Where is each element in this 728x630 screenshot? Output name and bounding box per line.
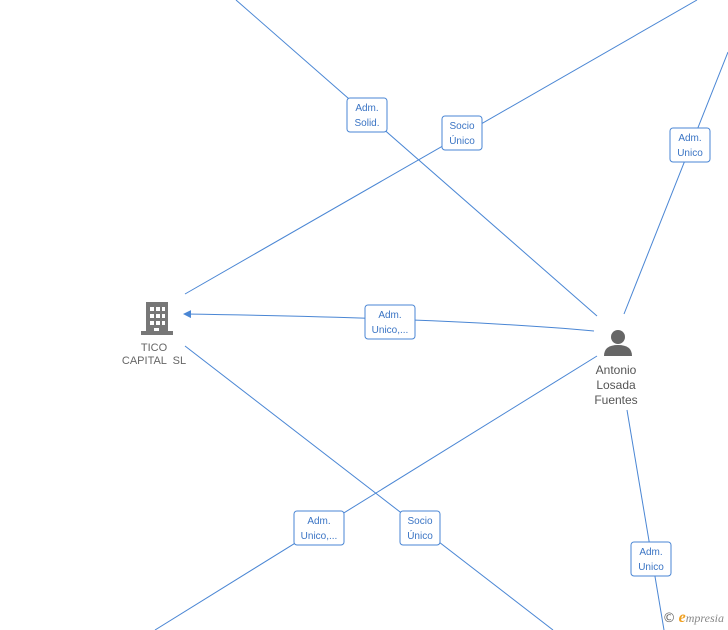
svg-text:Unico: Unico [677,148,703,159]
edge-label-adm-unico-bottom-left[interactable]: Adm. Unico,... [293,510,345,546]
svg-text:Adm.: Adm. [378,310,401,321]
svg-text:Unico,...: Unico,... [301,531,338,542]
svg-text:Adm.: Adm. [307,516,330,527]
svg-text:Solid.: Solid. [354,118,379,129]
person-name-line3: Fuentes [594,393,638,407]
brand-e-letter: e [678,609,686,626]
edge-line-socio-unico-bottom [184,345,554,630]
svg-text:Unico,...: Unico,... [372,325,409,336]
edge-label-adm-solid[interactable]: Adm. Solid. [346,97,388,133]
svg-text:Único: Único [449,134,475,147]
svg-text:Adm.: Adm. [639,547,662,558]
building-icon[interactable] [141,302,173,335]
edge-line-adm-unico-top-right [623,51,728,315]
edge-line-person-to-company [183,310,595,332]
svg-text:Adm.: Adm. [678,133,701,144]
person-icon[interactable] [604,330,632,356]
svg-text:Socio: Socio [407,516,432,527]
person-node-label[interactable]: Antonio Losada Fuentes [576,363,656,408]
person-name-line2: Losada [596,378,636,392]
edge-label-adm-unico-person-company[interactable]: Adm. Unico,... [364,304,416,340]
edge-line-socio-unico-top [184,0,698,295]
edge-line-adm-unico-bottom-right [626,409,665,630]
svg-text:Unico: Unico [638,562,664,573]
brand-name: mpresia [685,611,724,625]
svg-text:Socio: Socio [449,121,474,132]
person-name-line1: Antonio [595,363,637,377]
edge-line-adm-solid [235,0,598,317]
edge-label-socio-unico-top[interactable]: Socio Único [441,115,483,151]
company-name-line1: TICO [140,342,168,354]
copyright-symbol: © [662,611,676,626]
company-name-line2: CAPITAL SL [121,355,187,367]
edge-label-adm-unico-top-right[interactable]: Adm. Unico [669,127,711,163]
company-node-label[interactable]: TICO CAPITAL SL [108,342,200,368]
svg-text:Único: Único [407,529,433,542]
edge-label-socio-unico-bottom[interactable]: Socio Único [399,510,441,546]
brand-watermark: © empresia [663,609,724,627]
edge-label-adm-unico-bottom-right[interactable]: Adm. Unico [630,541,672,577]
svg-text:Adm.: Adm. [355,103,378,114]
